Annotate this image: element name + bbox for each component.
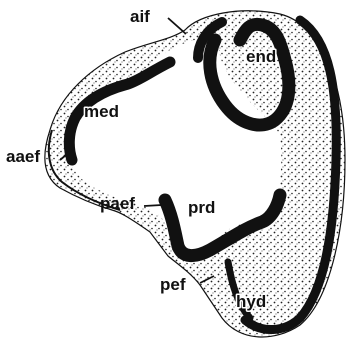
label-aaef: aaef <box>6 147 40 166</box>
label-paef: paef <box>100 194 135 213</box>
aif-leader <box>168 18 186 34</box>
label-aif: aif <box>130 7 150 26</box>
label-end: end <box>246 47 276 66</box>
label-prd: prd <box>188 198 215 217</box>
paef-leader <box>144 205 162 206</box>
label-med: med <box>84 102 119 121</box>
label-pef: pef <box>160 275 186 294</box>
label-hyd: hyd <box>236 292 266 311</box>
